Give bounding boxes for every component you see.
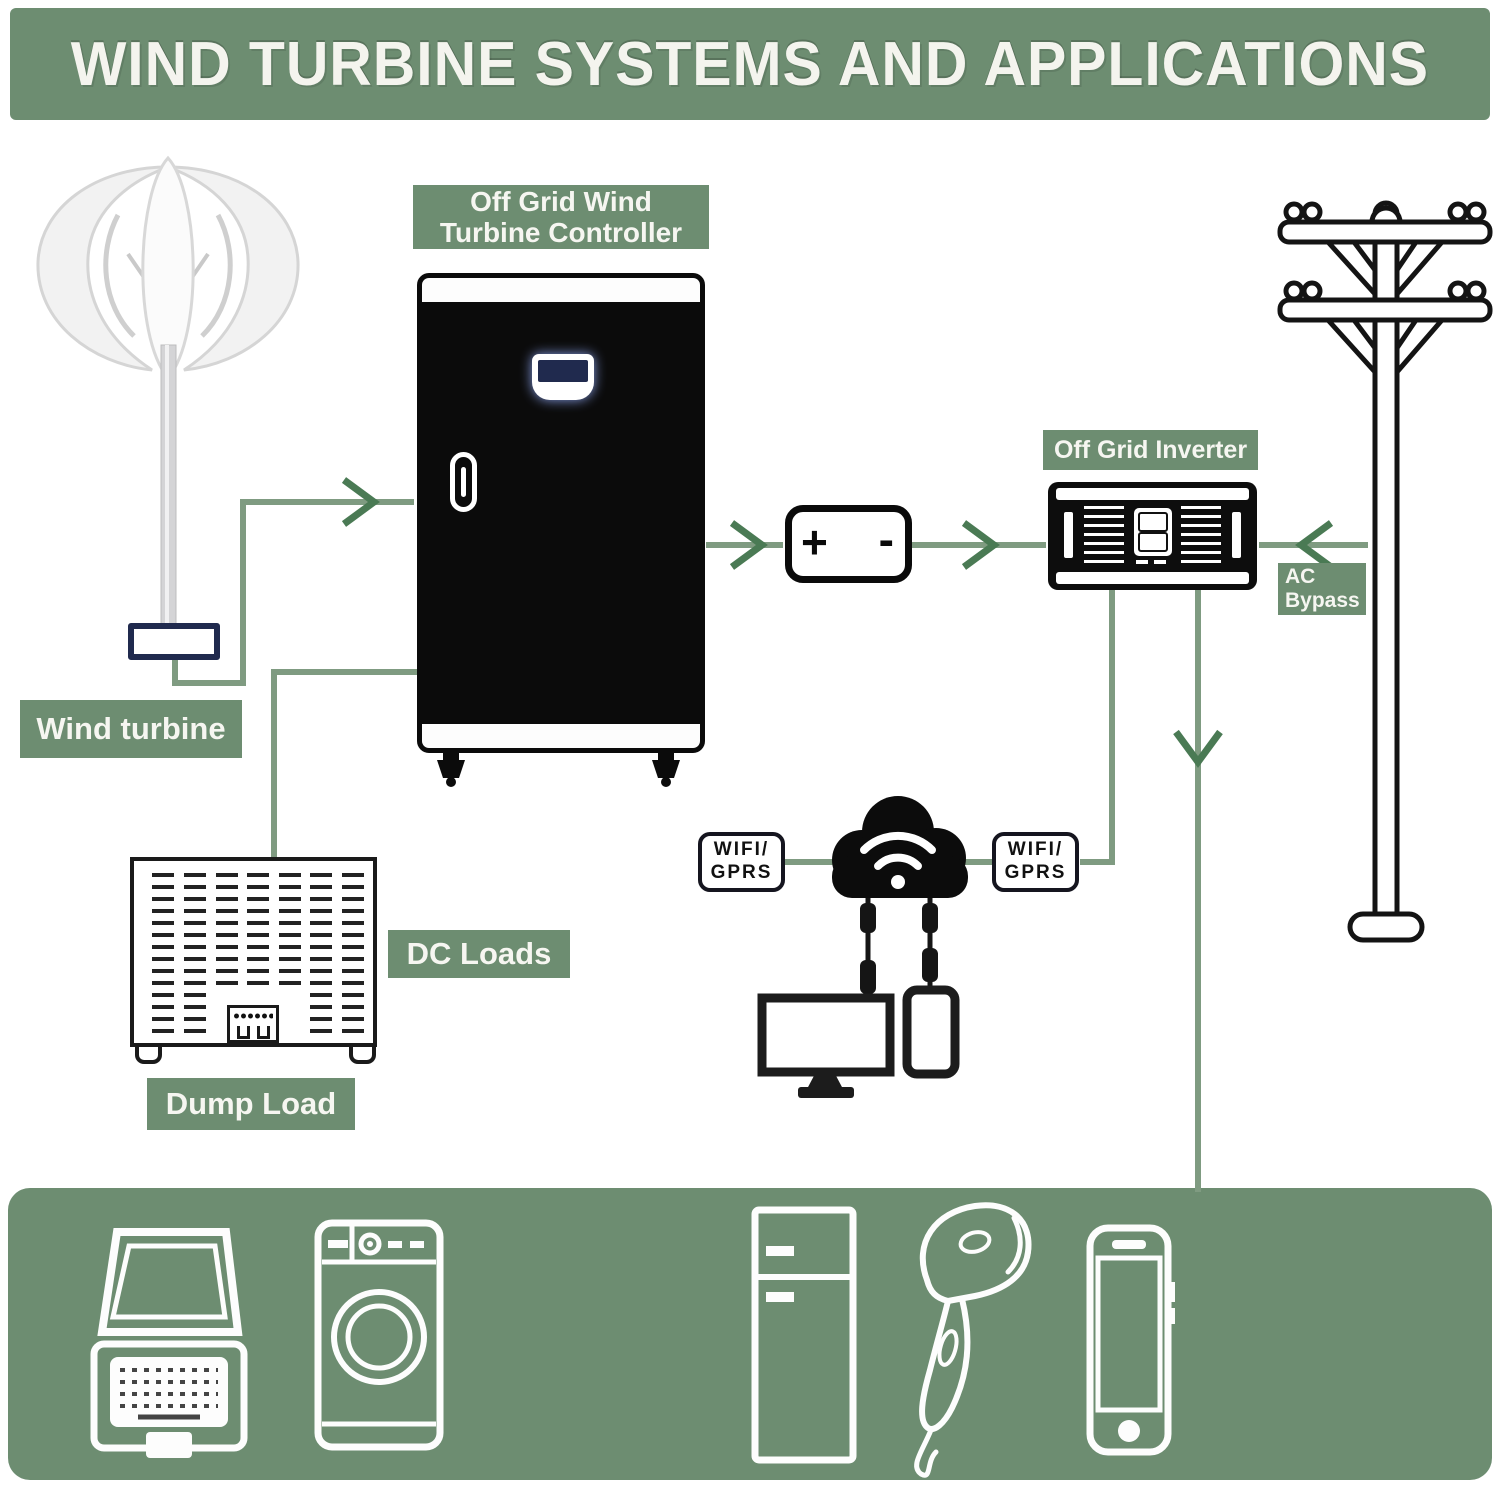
inverter-vent-left [1084,506,1124,566]
dump-load-label: Dump Load [147,1078,355,1130]
wifi-gprs-box-right: WIFI/ GPRS [992,832,1079,892]
dump-load-foot [349,1047,376,1064]
controller-casters [437,753,680,787]
controller-cabinet-icon [417,273,705,753]
monitor-icon [757,993,895,1098]
wind-turbine-icon [36,155,300,626]
arrow-left-icon [1295,520,1334,570]
wire-controller-to-dumpload [271,669,417,859]
wind-turbine-label: Wind turbine [20,700,242,758]
inverter-vent-right [1181,506,1221,566]
arrow-right-icon [961,520,1000,570]
cloud-cables [860,898,938,996]
arrow-right-icon [341,477,380,527]
inverter-display [1134,508,1172,556]
title-banner: WIND TURBINE SYSTEMS AND APPLICATIONS [10,8,1490,120]
battery-icon: + - [785,505,912,583]
cabinet-display [532,354,594,400]
inverter-label: Off Grid Inverter [1043,430,1258,470]
dump-load-icon [130,857,377,1047]
inverter-icon [1048,482,1257,590]
ac-bypass-label: AC Bypass [1278,563,1366,615]
controller-label: Off Grid Wind Turbine Controller [413,185,709,249]
cabinet-bottom-band [422,720,700,748]
battery-plus-terminal: + [801,515,828,568]
cabinet-display-screen [538,360,588,382]
arrow-down-icon [1173,729,1223,768]
page-title: WIND TURBINE SYSTEMS AND APPLICATIONS [70,29,1430,99]
smartphone-icon [902,985,960,1079]
dump-load-foot [135,1047,162,1064]
dump-load-connector [227,1005,279,1043]
wire-inverter-to-wifi [1080,590,1115,865]
battery-minus-terminal: - [878,513,894,566]
wifi-gprs-box-left: WIFI/ GPRS [698,832,785,892]
cabinet-top-band [422,278,700,306]
dc-loads-label: DC Loads [388,930,570,978]
appliance-banner [8,1188,1492,1480]
cloud-wifi-icon [832,796,968,898]
turbine-base-box [128,623,220,660]
arrow-right-icon [729,520,768,570]
cabinet-handle [450,452,477,512]
